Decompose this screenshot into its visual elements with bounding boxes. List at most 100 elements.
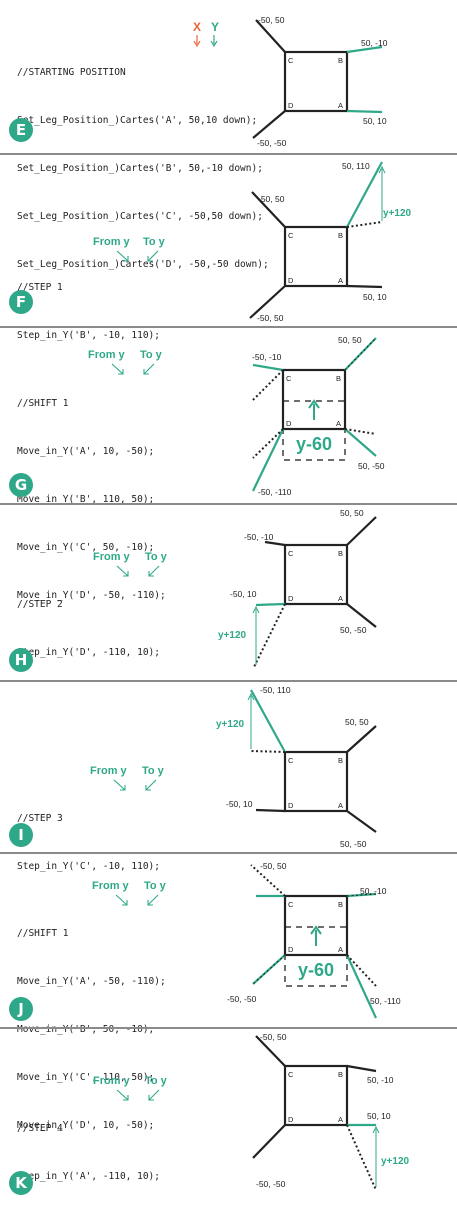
- corner-b: B: [338, 900, 343, 909]
- delta-label: y+120: [381, 1156, 410, 1167]
- leg-a: [346, 109, 383, 114]
- step-badge: K: [9, 1171, 33, 1195]
- corner-a: A: [338, 1115, 343, 1124]
- leg-c-previous: [252, 369, 284, 401]
- corner-c: C: [286, 374, 292, 383]
- panel-g: From y To y //SHIFT 1 Move_in_Y('A', 10,…: [0, 328, 457, 601]
- body-square: [283, 894, 349, 957]
- coord-label-a: 50, 10: [363, 116, 387, 126]
- leg-c: [255, 19, 286, 53]
- coord-label-a: 50, 10: [363, 292, 387, 302]
- coord-label-c: -50, -10: [244, 532, 274, 542]
- leg-b-previous: [344, 337, 377, 371]
- code-line: //STARTING POSITION: [17, 67, 126, 78]
- delta-label: y+120: [383, 208, 412, 219]
- code-block: //SHIFT 1 Move_in_Y('A', -50, -110); Mov…: [17, 894, 166, 1166]
- leg-c: [264, 540, 286, 547]
- leg-c: [252, 363, 284, 372]
- leg-diagram: C B D A -50, 110 y+120 50, 50 -50, 10 50…: [216, 685, 377, 849]
- corner-b: B: [338, 549, 343, 558]
- divider: [0, 680, 457, 682]
- leg-a: [346, 954, 377, 1019]
- leg-a-previous: [346, 954, 377, 987]
- coord-label-a: 50, 10: [367, 1111, 391, 1121]
- shift-delta-label: y-60: [296, 434, 332, 454]
- code-line: Move_in_Y('B', 110, 50);: [17, 494, 155, 505]
- code-block: //STEP 1 Step_in_Y('B', -10, 110);: [17, 248, 160, 376]
- coord-label-a: 50, -50: [358, 461, 385, 471]
- corner-c: C: [288, 231, 294, 240]
- leg-b: [346, 1064, 377, 1073]
- leg-b: [346, 516, 377, 546]
- corner-d: D: [288, 276, 294, 285]
- code-line: //STEP 3: [17, 813, 63, 824]
- code-line: Move_in_Y('C', 50, -10);: [17, 542, 155, 553]
- from-to-arrows: [115, 894, 159, 906]
- delta-label: y+120: [216, 719, 245, 730]
- leg-a: [346, 284, 383, 289]
- x-axis-marker: X: [193, 20, 202, 34]
- coord-label-b: 50, -10: [361, 38, 388, 48]
- divider: [0, 852, 457, 854]
- leg-b-previous: [346, 221, 383, 228]
- coord-label-a: 50, -110: [370, 996, 401, 1006]
- code-line: //STEP 4: [17, 1123, 63, 1134]
- coord-label-d: -50, -50: [257, 138, 287, 148]
- body-square: [283, 750, 349, 813]
- leg-c: [250, 689, 286, 753]
- corner-b: B: [338, 756, 343, 765]
- leg-b: [346, 161, 383, 228]
- corner-a: A: [338, 801, 343, 810]
- divider: [0, 503, 457, 505]
- from-to-arrows: [111, 363, 155, 375]
- leg-b-previous: [346, 893, 377, 897]
- panel-j: From y To y //SHIFT 1 Move_in_Y('A', -50…: [0, 854, 457, 1131]
- body-square: [283, 1064, 349, 1127]
- code-line: Move_in_Y('C', 110, 50);: [17, 1072, 155, 1083]
- leg-a: [346, 603, 377, 628]
- coord-label-b: 50, -10: [367, 1075, 394, 1085]
- corner-c: C: [288, 549, 294, 558]
- xy-arrows: [193, 35, 218, 48]
- coord-label-b: 50, 50: [340, 508, 364, 518]
- code-line: Step_in_Y('D', -110, 10);: [17, 647, 160, 658]
- from-y-label: From y: [93, 236, 130, 248]
- step-badge: I: [9, 823, 33, 847]
- to-y-label: To y: [143, 236, 165, 248]
- coord-label-c: -50, 50: [258, 194, 285, 204]
- code-line: Move_in_Y('A', 10, -50);: [17, 446, 155, 457]
- code-line: Step_in_Y('B', -10, 110);: [17, 330, 160, 341]
- coord-label-d: -50, 10: [230, 589, 257, 599]
- coord-label-d: -50, -110: [258, 487, 292, 497]
- to-y-label: To y: [140, 349, 162, 361]
- from-y-label: From y: [92, 880, 129, 892]
- coord-label-c: -50, 50: [260, 861, 287, 871]
- leg-diagram: C B D A -50, 50 50, -10 50, 10 -50, -50: [252, 15, 388, 148]
- code-line: //STEP 2: [17, 599, 63, 610]
- corner-a: A: [338, 101, 343, 110]
- coord-label-b: 50, 50: [338, 335, 362, 345]
- code-block: //STEP 3 Step_in_Y('C', -10, 110);: [17, 779, 160, 907]
- leg-a-previous: [346, 1124, 377, 1191]
- step-badge: H: [9, 648, 33, 672]
- leg-diagram: C B D A y-60 50, 50 -50, -10 50, -50 -50…: [252, 335, 385, 497]
- coord-label-c: -50, 50: [260, 1032, 287, 1042]
- body-square: [283, 225, 349, 288]
- coord-label-d: -50, 10: [226, 799, 253, 809]
- coord-label-c: -50, 110: [260, 685, 291, 695]
- body-square: [281, 368, 347, 431]
- from-to-arrows: [113, 779, 157, 791]
- code-line: Move_in_Y('D', 10, -50);: [17, 1120, 155, 1131]
- leg-c-previous: [250, 864, 286, 897]
- to-y-label: To y: [145, 551, 167, 563]
- code-line: Set_Leg_Position_)Cartes('B', 50,-10 dow…: [17, 163, 263, 174]
- corner-a: A: [336, 419, 341, 428]
- code-block: //STARTING POSITION Set_Leg_Position_)Ca…: [17, 33, 269, 305]
- leg-diagram: C B D A y-60 -50, 50 50, -10 -50, -50 50…: [227, 861, 401, 1019]
- leg-d-previous: [253, 603, 286, 668]
- step-badge: J: [9, 997, 33, 1021]
- corner-c: C: [288, 900, 294, 909]
- panel-k: From y To y //STEP 4 Step_in_Y('A', -110…: [0, 1029, 457, 1200]
- from-y-label: From y: [88, 349, 125, 361]
- leg-c-previous: [250, 750, 286, 753]
